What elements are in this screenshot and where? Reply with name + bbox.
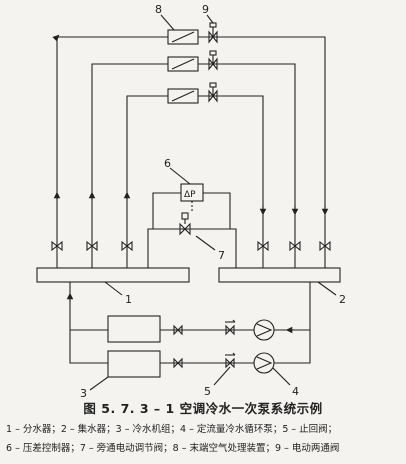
label-3: 3 bbox=[80, 387, 87, 400]
check-valve-1 bbox=[225, 324, 235, 336]
dp-sense-left bbox=[152, 192, 181, 229]
legend-line-1: 1 – 分水器；2 – 集水器；3 – 冷水机组；4 – 定流量冷水循环泵；5 … bbox=[6, 424, 338, 435]
supply-pipe-1 bbox=[52, 34, 168, 268]
pump-2 bbox=[253, 352, 275, 374]
chiller-valve-1a bbox=[173, 324, 183, 336]
dp-sense-right bbox=[203, 192, 231, 229]
supply-pipe-3 bbox=[126, 95, 168, 268]
chiller-valve-2a bbox=[173, 357, 183, 369]
bypass-valve-actuator bbox=[181, 212, 189, 220]
bypass-valve bbox=[179, 222, 191, 236]
branch-valves bbox=[51, 240, 331, 252]
bypass-pipe bbox=[147, 228, 237, 268]
collector bbox=[218, 267, 341, 283]
terminal-unit-1 bbox=[167, 29, 199, 45]
chiller-supply-riser bbox=[69, 282, 108, 364]
return-pipe-1 bbox=[198, 36, 326, 268]
label-1: 1 bbox=[125, 293, 132, 306]
terminal-unit-3 bbox=[167, 88, 199, 104]
label-7: 7 bbox=[218, 249, 225, 262]
label-4: 4 bbox=[292, 385, 299, 398]
two-way-valves bbox=[208, 22, 218, 103]
label-8: 8 bbox=[155, 3, 162, 16]
return-pipe-2 bbox=[198, 63, 296, 268]
label-2: 2 bbox=[339, 293, 346, 306]
dp-label: ΔP bbox=[184, 190, 196, 200]
check-valve-2 bbox=[225, 357, 235, 369]
label-5: 5 bbox=[204, 385, 211, 398]
legend-line-2: 6 – 压差控制器；7 – 旁通电动调节阀；8 – 末端空气处理装置；9 – 电… bbox=[6, 443, 340, 454]
chiller-1 bbox=[107, 315, 161, 343]
chiller-2 bbox=[107, 350, 161, 378]
figure-caption: 图 5. 7. 3 – 1 空调冷水一次泵系统示例 bbox=[83, 401, 323, 416]
label-9: 9 bbox=[202, 3, 209, 16]
pump-1 bbox=[253, 319, 275, 341]
terminal-unit-2 bbox=[167, 56, 199, 72]
chiller-return-riser bbox=[274, 282, 311, 364]
hvac-schematic: 1 2 3 4 5 6 7 8 9 ΔP bbox=[36, 3, 346, 400]
distributor bbox=[36, 267, 190, 283]
return-pipe-3 bbox=[198, 95, 264, 268]
label-6: 6 bbox=[164, 157, 171, 170]
supply-pipe-2 bbox=[91, 63, 168, 268]
